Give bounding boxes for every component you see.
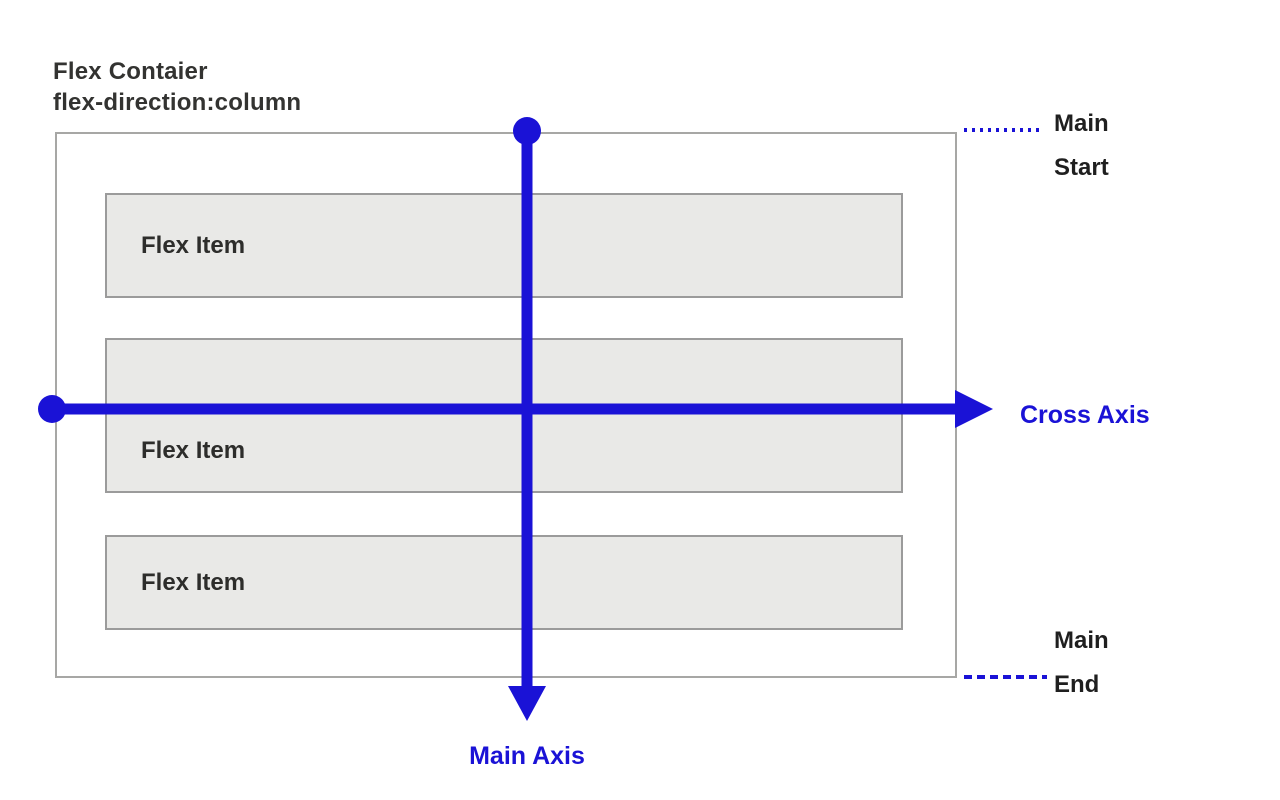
main-axis-arrowhead-icon [508, 686, 546, 721]
diagram-title: Flex Contaier flex-direction:column [53, 56, 301, 118]
diagram-title-line2: flex-direction:column [53, 89, 302, 116]
main-end-line1: Main [1054, 627, 1109, 654]
flex-item-3-label: Flex Item [141, 568, 246, 596]
main-start-line2: Start [1054, 154, 1109, 181]
flex-item-2-label: Flex Item [141, 437, 246, 464]
main-start-label: Main Start [1054, 102, 1109, 190]
diagram-title-line1: Flex Contaier [53, 58, 208, 85]
flex-item-2: Flex Item [105, 338, 903, 493]
flex-item-1-label: Flex Item [141, 231, 246, 259]
flex-item-3: Flex Item [105, 535, 903, 630]
main-end-line2: End [1054, 671, 1100, 698]
main-axis-label: Main Axis [469, 742, 585, 770]
main-end-label: Main End [1054, 619, 1109, 707]
flex-container-box: Flex Item Flex Item Flex Item [55, 132, 957, 678]
cross-axis-arrowhead-icon [955, 390, 993, 428]
main-start-line1: Main [1054, 110, 1109, 137]
cross-axis-label: Cross Axis [1020, 401, 1150, 429]
flex-item-1: Flex Item [105, 193, 903, 298]
